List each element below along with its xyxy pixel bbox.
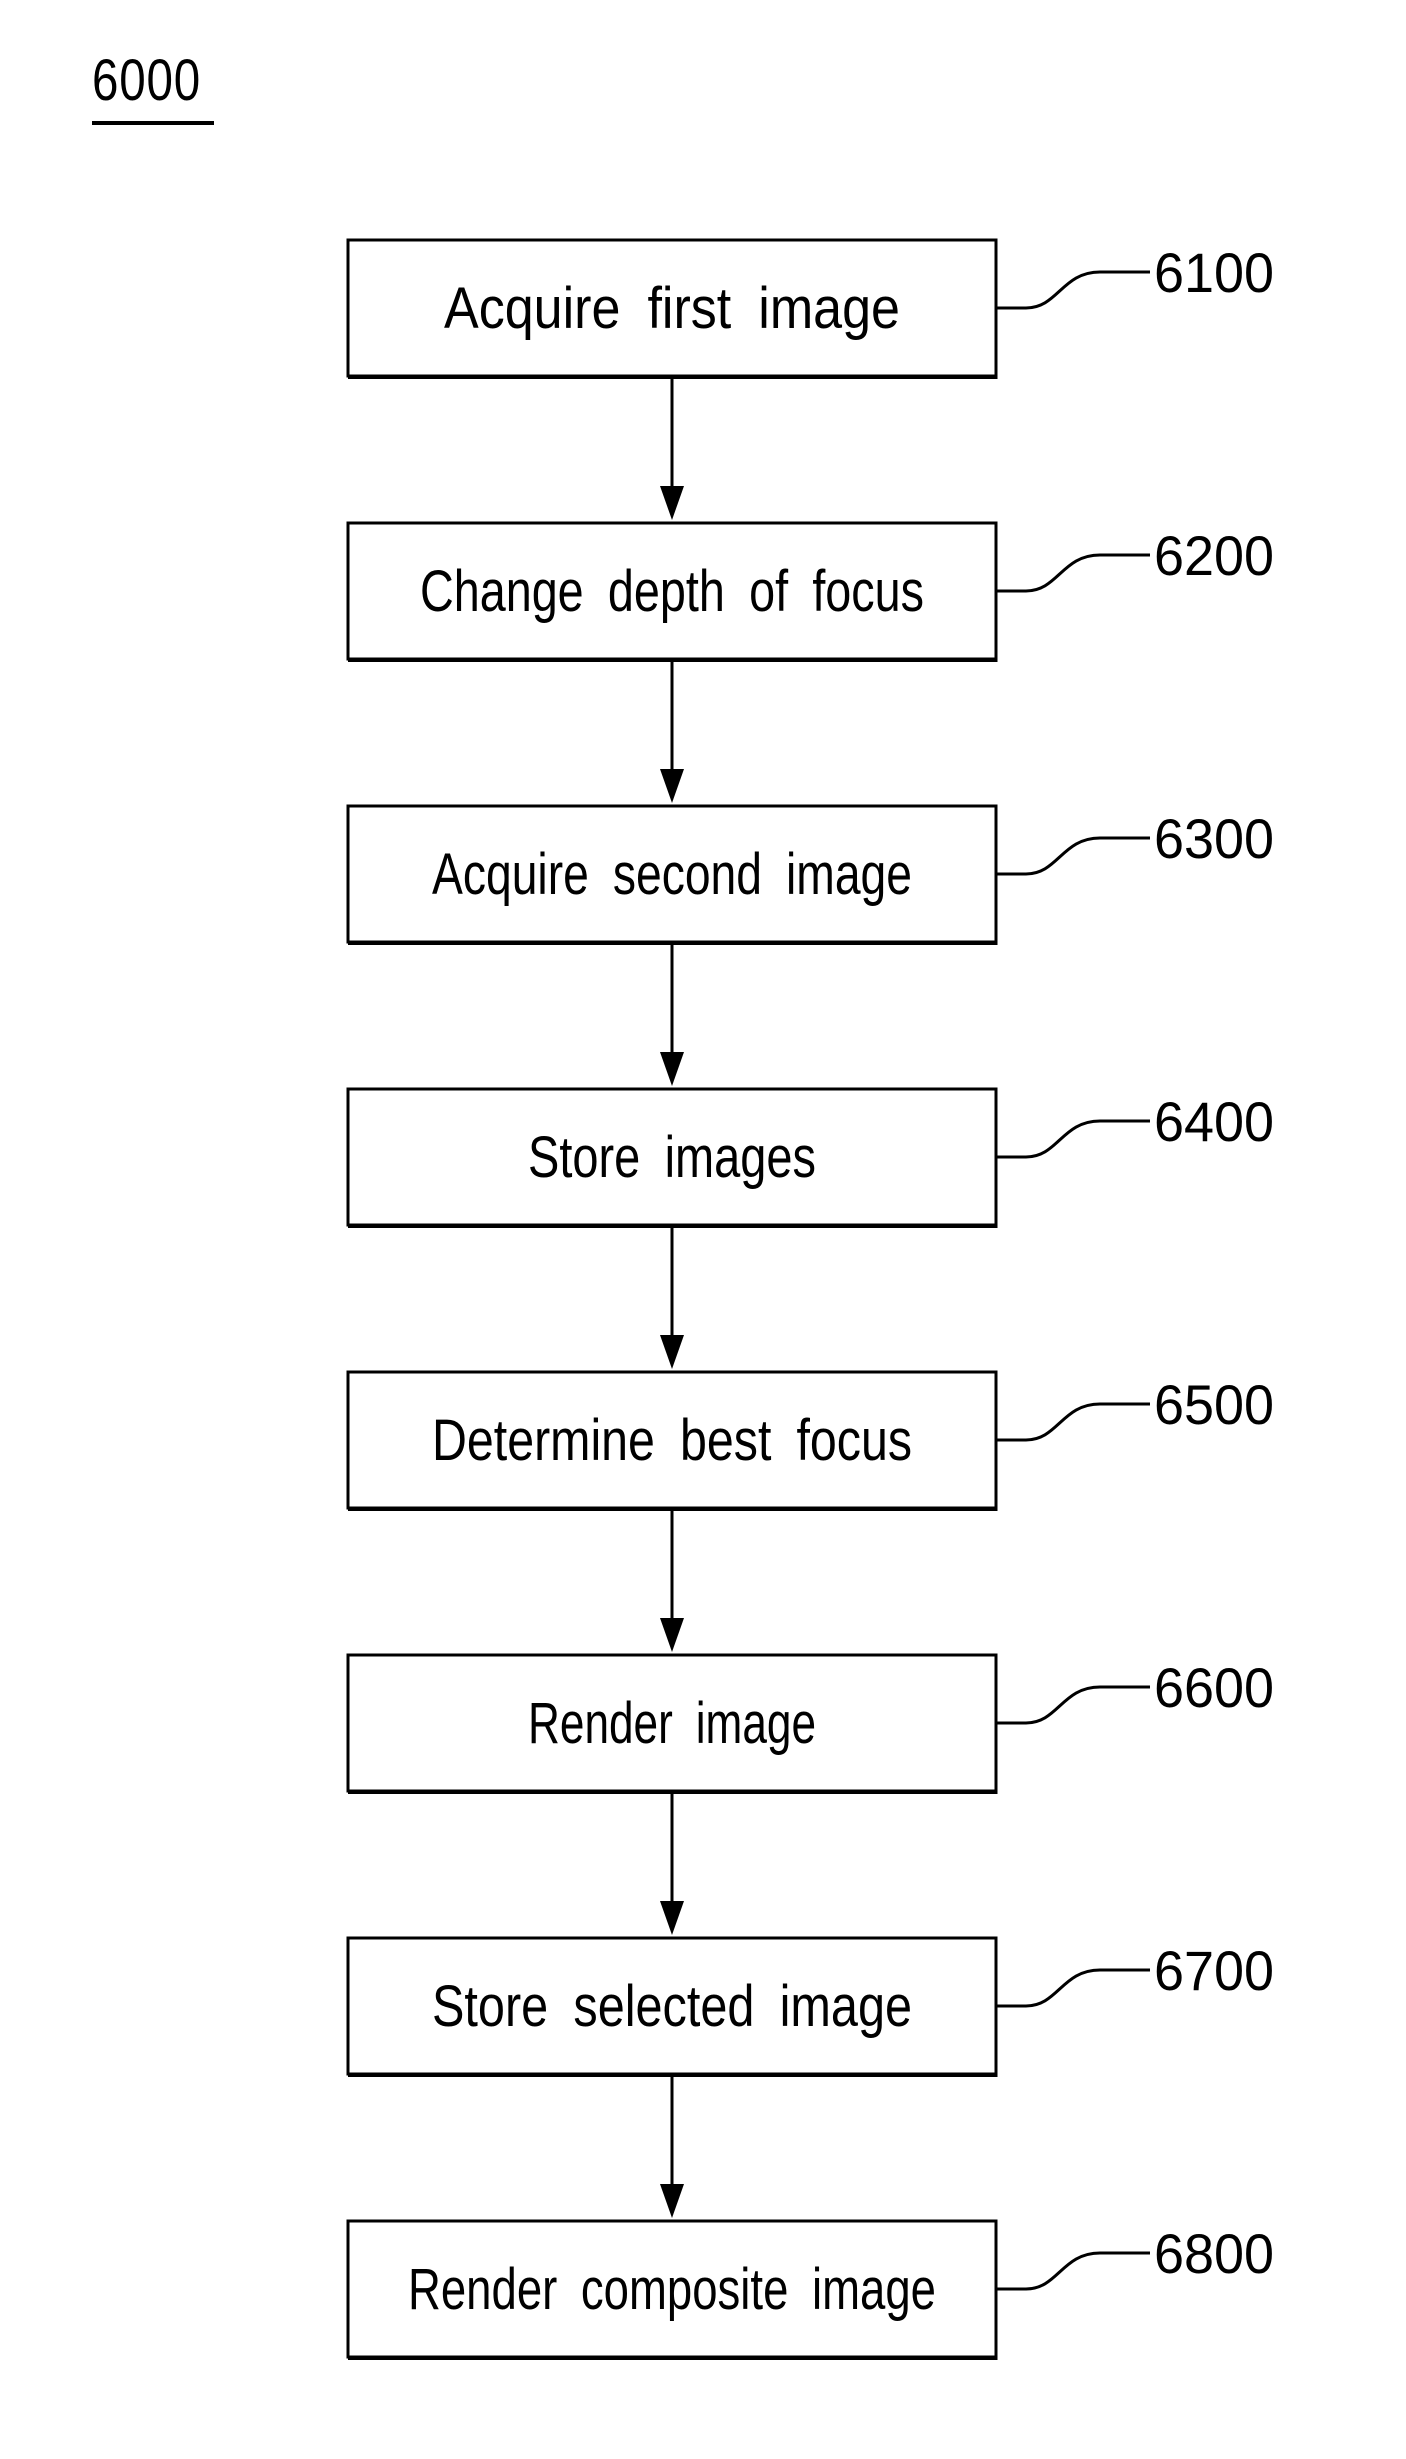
step-6800: Render composite image 6800 <box>348 2221 1274 2359</box>
step-ref-number: 6300 <box>1154 807 1274 870</box>
arrow-head <box>660 1335 684 1369</box>
step-ref-number: 6100 <box>1154 241 1274 304</box>
leader-line <box>996 1121 1150 1157</box>
arrow-head <box>660 1901 684 1935</box>
step-6100: Acquire first image 6100 <box>348 240 1274 378</box>
arrow-6300-to-6400 <box>660 945 684 1086</box>
arrow-6700-to-6800 <box>660 2077 684 2218</box>
step-label: Store images <box>528 1125 816 1190</box>
leader-line <box>996 1404 1150 1440</box>
arrow-6400-to-6500 <box>660 1228 684 1369</box>
step-6500: Determine best focus 6500 <box>348 1372 1274 1510</box>
step-6300: Acquire second image 6300 <box>348 806 1274 944</box>
arrow-6600-to-6700 <box>660 1794 684 1935</box>
step-ref-number: 6400 <box>1154 1090 1274 1153</box>
step-label: Render image <box>528 1691 816 1756</box>
step-ref-number: 6500 <box>1154 1373 1274 1436</box>
step-label: Determine best focus <box>432 1408 912 1473</box>
arrow-head <box>660 769 684 803</box>
step-label: Change depth of focus <box>420 559 924 624</box>
step-6400: Store images 6400 <box>348 1089 1274 1227</box>
arrow-head <box>660 2184 684 2218</box>
step-ref-number: 6600 <box>1154 1656 1274 1719</box>
leader-line <box>996 838 1150 874</box>
steps: Acquire first image 6100Change depth of f… <box>348 240 1274 2359</box>
step-6600: Render image 6600 <box>348 1655 1274 1793</box>
leader-line <box>996 272 1150 308</box>
step-label: Render composite image <box>408 2257 936 2322</box>
step-ref-number: 6800 <box>1154 2222 1274 2285</box>
step-label: Acquire first image <box>444 276 900 341</box>
leader-line <box>996 555 1150 591</box>
arrow-6200-to-6300 <box>660 662 684 803</box>
step-ref-number: 6700 <box>1154 1939 1274 2002</box>
step-label: Acquire second image <box>432 842 912 907</box>
arrow-head <box>660 1618 684 1652</box>
arrow-head <box>660 1052 684 1086</box>
leader-line <box>996 1687 1150 1723</box>
step-6200: Change depth of focus 6200 <box>348 523 1274 661</box>
leader-line <box>996 1970 1150 2006</box>
arrow-6100-to-6200 <box>660 379 684 520</box>
arrow-6500-to-6600 <box>660 1511 684 1652</box>
leader-line <box>996 2253 1150 2289</box>
step-ref-number: 6200 <box>1154 524 1274 587</box>
arrow-head <box>660 486 684 520</box>
step-label: Store selected image <box>432 1974 912 2039</box>
step-6700: Store selected image 6700 <box>348 1938 1274 2076</box>
